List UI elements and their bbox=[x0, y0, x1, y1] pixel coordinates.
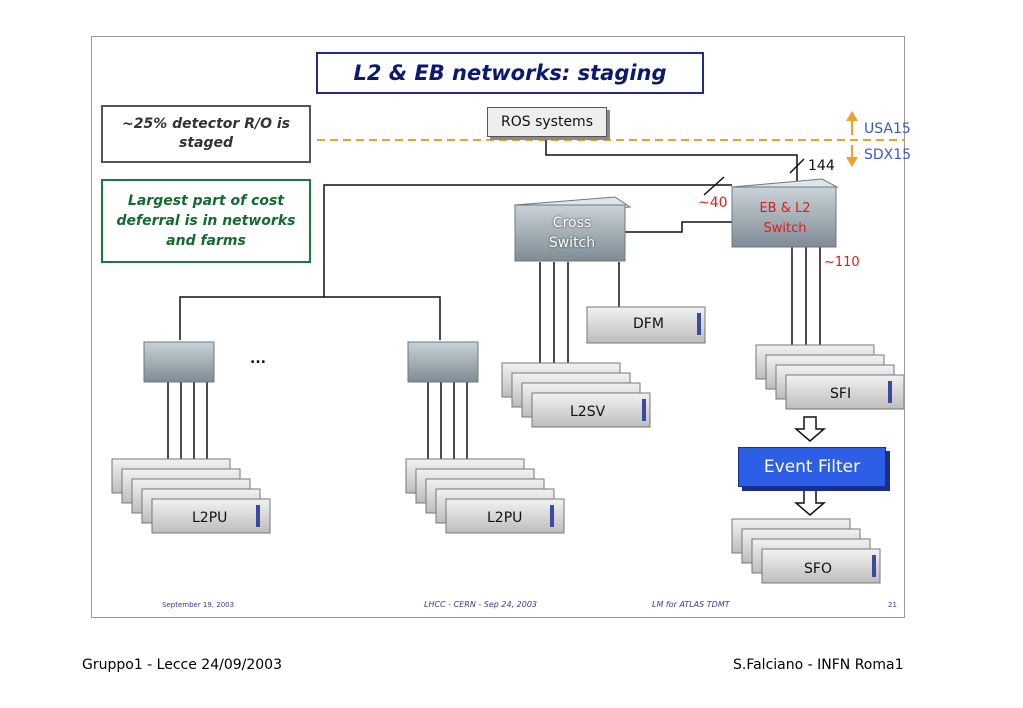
l2pu-left-farm bbox=[111, 458, 271, 534]
l2pu-mid-farm bbox=[405, 458, 565, 534]
footer-right: LM for ATLAS TDMT bbox=[652, 600, 730, 609]
network-diagram bbox=[111, 111, 904, 584]
left-edge-switch bbox=[143, 341, 215, 383]
sfo-server-stack bbox=[731, 518, 881, 584]
eb-switch-rack bbox=[730, 178, 839, 248]
dfm-server bbox=[586, 306, 706, 344]
cost-note: Largest part of cost deferral is in netw… bbox=[101, 179, 311, 263]
slide-title: L2 & EB networks: staging bbox=[316, 52, 704, 94]
l2pu-left-label: L2PU bbox=[192, 510, 228, 526]
l2sv-label: L2SV bbox=[570, 404, 606, 420]
l2sv-server-stack bbox=[501, 362, 651, 428]
sfi-server-stack bbox=[755, 344, 904, 410]
footer-center: LHCC - CERN - Sep 24, 2003 bbox=[424, 600, 538, 609]
sdx15-label: SDX15 bbox=[864, 147, 912, 163]
sfi-label: SFI bbox=[830, 386, 852, 402]
link-count-40: ~40 bbox=[698, 195, 728, 211]
footer-date: September 19, 2003 bbox=[162, 601, 235, 609]
eb-switch-label: EB & L2 Switch bbox=[759, 201, 811, 237]
staging-note: ~25% detector R/O is staged bbox=[101, 105, 311, 163]
l2pu-mid-label: L2PU bbox=[487, 510, 523, 526]
up-down-arrow-icon bbox=[846, 111, 858, 167]
dfm-label: DFM bbox=[633, 316, 664, 332]
cross-switch-label: Cross Switch bbox=[548, 215, 596, 252]
link-count-144: 144 bbox=[808, 158, 835, 174]
mid-edge-switch bbox=[407, 341, 479, 383]
caption-left: Gruppo1 - Lecce 24/09/2003 bbox=[82, 657, 282, 673]
ellipsis: ... bbox=[250, 351, 266, 367]
cross-switch-rack bbox=[513, 196, 632, 262]
usa15-label: USA15 bbox=[864, 121, 911, 137]
slide: L2 & EB networks: staging ~25% detector … bbox=[91, 36, 911, 618]
down-arrow-icon bbox=[793, 488, 827, 516]
caption-right: S.Falciano - INFN Roma1 bbox=[733, 657, 904, 673]
sfo-label: SFO bbox=[804, 561, 832, 577]
down-arrow-icon bbox=[793, 416, 827, 442]
link-count-110: ~110 bbox=[824, 255, 860, 270]
event-filter-box: Event Filter bbox=[738, 447, 886, 487]
footer-page-number: 21 bbox=[888, 601, 897, 609]
ros-systems-box: ROS systems bbox=[487, 107, 607, 137]
